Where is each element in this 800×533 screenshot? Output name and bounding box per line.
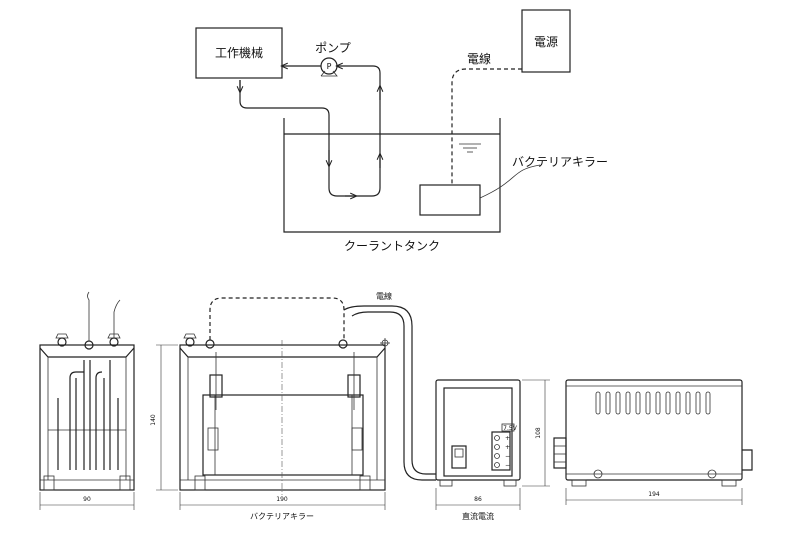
front-view-terminals <box>183 333 390 349</box>
power-source-box <box>521 9 571 73</box>
machine-tool-label: 工作機械 <box>215 45 263 60</box>
pump-base <box>320 70 338 77</box>
wire-label: 電線 <box>467 51 491 66</box>
psu-terminal-block <box>491 431 511 471</box>
electrode-plates <box>57 360 119 470</box>
terminal-plus-1: + <box>505 435 510 442</box>
side-wire-1 <box>87 291 90 341</box>
front-view-clamps <box>209 352 361 410</box>
pump-symbol: P <box>327 62 332 71</box>
dim-side-width: 90 <box>83 496 91 503</box>
pump-label: ポンプ <box>315 41 351 55</box>
unit-to-psu-wire <box>343 305 436 475</box>
psu-vent-slots <box>595 391 711 415</box>
device-label: バクテリアキラー <box>512 155 608 169</box>
coolant-tank-label: クーラントタンク <box>344 239 440 253</box>
dim-psu-width: 86 <box>474 496 482 503</box>
coolant-tank-outline <box>283 118 501 233</box>
machine-tool-box <box>195 27 283 79</box>
coolant-flow-path <box>239 66 381 197</box>
power-supply-front: + + − − 7.5V 86 直流電流 108 <box>435 379 550 521</box>
psu-switch <box>451 445 467 469</box>
psu-label: 直流電流 <box>462 511 494 521</box>
terminal-minus-1: − <box>505 453 510 460</box>
bacteria-killer-device-box <box>419 184 481 216</box>
power-supply-side: 194 <box>553 379 753 505</box>
psu-cable-gland <box>742 449 753 471</box>
terminal-plus-2: + <box>505 444 510 451</box>
side-wire-2 <box>113 299 121 338</box>
power-source-label: 電源 <box>534 35 558 49</box>
psu-side-body <box>565 379 743 481</box>
psu-screw-right <box>707 469 717 479</box>
bottom-wire-label: 電線 <box>376 291 392 301</box>
unit-label: バクテリアキラー <box>250 512 314 521</box>
power-wire-line <box>451 68 522 185</box>
side-view: 90 <box>39 291 135 510</box>
front-view-body <box>179 344 386 491</box>
unit-wire-loop <box>209 297 345 340</box>
dim-height: 140 <box>150 414 157 426</box>
terminal-minus-2: − <box>505 462 510 469</box>
psu-front-body <box>435 379 521 481</box>
psu-voltage-label: 7.5V <box>503 425 518 432</box>
psu-side-terminals <box>553 437 567 469</box>
device-leader-line <box>479 164 541 199</box>
psu-front-panel <box>443 387 513 477</box>
dim-front-width: 190 <box>276 496 288 503</box>
side-view-terminals <box>55 333 121 350</box>
dim-psu-height: 108 <box>535 427 542 439</box>
dim-psu-depth: 194 <box>648 491 660 498</box>
psu-screw-left <box>593 469 603 479</box>
side-view-body <box>39 344 135 491</box>
water-level-icon <box>459 143 481 153</box>
electrode-assembly <box>202 394 364 476</box>
front-view-rim <box>179 347 386 358</box>
bottom-technical-drawing: 90 <box>39 291 753 521</box>
front-view: 140 190 バクテリアキラー <box>150 333 390 521</box>
top-system-diagram: 工作機械 P ポンプ 電源 電線 クーラントタンク バクテリアキラー <box>195 9 608 253</box>
side-view-rim <box>39 347 135 358</box>
unit-to-psu-wire-2 <box>351 311 436 481</box>
